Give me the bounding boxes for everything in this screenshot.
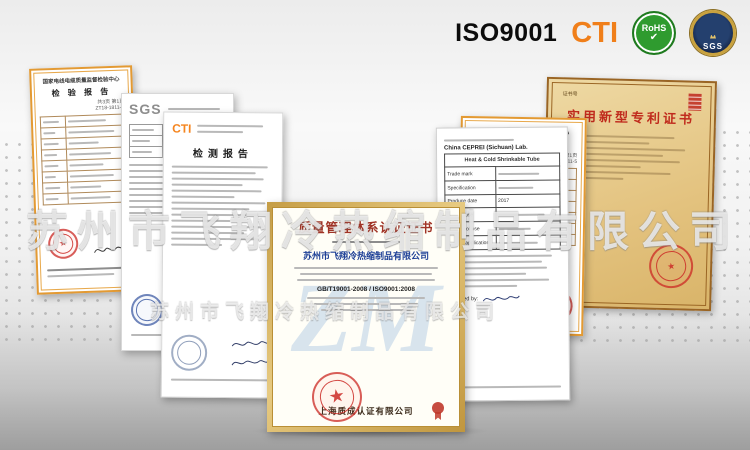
- text-line: [171, 231, 245, 235]
- report-table: [40, 114, 128, 206]
- text-line: [293, 267, 439, 269]
- lab-row-value: 2017: [495, 194, 561, 208]
- issuing-org: 国家电线电缆质量监督检验中心: [42, 76, 120, 86]
- text-line: [171, 219, 231, 223]
- quality-cert-inner: ZM 质量管理体系认证证书 苏州市飞翔冷热缩制品有限公司 GB/T19001-2…: [272, 207, 460, 427]
- cti-logo: CTI: [172, 121, 192, 136]
- sgs-medal-icon: SGS: [690, 10, 736, 56]
- laurel-icon: [710, 34, 716, 39]
- text-line: [171, 225, 264, 229]
- product-name: Heat & Cold Shrinkable Tube: [444, 153, 560, 168]
- text-line: [171, 243, 223, 247]
- text-line: [171, 189, 262, 193]
- text-line: [307, 297, 425, 299]
- signature-icon: [482, 295, 520, 302]
- lab-name: China CEPREI (Sichuan) Lab.: [443, 144, 528, 152]
- text-line: [332, 241, 400, 243]
- text-line: [320, 309, 412, 311]
- red-seal-icon: ★: [646, 241, 697, 292]
- signature-icon: [231, 341, 270, 347]
- text-line: [197, 130, 244, 134]
- round-stamp-icon: [170, 334, 208, 371]
- text-line: [171, 171, 256, 175]
- certificate-cti-report: CTI 检测报告: [160, 111, 284, 399]
- iso9001-logo: ISO9001: [455, 18, 558, 47]
- text-line: [443, 138, 514, 142]
- report-title: 检测报告: [192, 148, 253, 161]
- blue-stamp-icon: [128, 291, 166, 329]
- text-line: [171, 183, 244, 187]
- text-line: [171, 207, 249, 211]
- text-line: [300, 273, 432, 275]
- certification-body: 上海质成认证有限公司: [318, 406, 414, 416]
- lab-row-label: Specification: [444, 180, 496, 196]
- red-registration-stamp-icon: [688, 93, 702, 111]
- text-line: [171, 165, 268, 169]
- certificate-quality-system: ZM 质量管理体系认证证书 苏州市飞翔冷热缩制品有限公司 GB/T19001-2…: [267, 202, 465, 432]
- sgs-logo: SGS: [129, 101, 162, 117]
- rohs-badge-icon: RoHS ✔: [632, 11, 676, 55]
- quality-cert-title: 质量管理体系认证证书: [298, 221, 434, 235]
- lab-row-label: Trade mark: [444, 166, 496, 182]
- patent-number-label: 证书号: [562, 91, 578, 98]
- text-line: [171, 201, 266, 205]
- signature-icon: [231, 360, 270, 366]
- text-line: [47, 273, 115, 278]
- text-line: [129, 218, 183, 220]
- rohs-label: RoHS: [641, 23, 667, 33]
- text-line: [171, 213, 260, 217]
- text-line: [47, 266, 129, 272]
- check-icon: ✔: [649, 32, 659, 43]
- text-line: [171, 237, 257, 241]
- certified-company: 苏州市飞翔冷热缩制品有限公司: [302, 251, 429, 261]
- certification-badges: ISO9001 CTI RoHS ✔ SGS: [455, 10, 736, 56]
- text-line: [167, 108, 221, 110]
- cti-logo: CTI: [571, 16, 618, 49]
- certificate-lab-form: China CEPREI (Sichuan) Lab. Heat & Cold …: [435, 126, 571, 402]
- red-seal-icon: ★: [45, 225, 82, 262]
- sgs-label: SGS: [703, 41, 723, 51]
- text-line: [297, 279, 435, 281]
- text-line: [313, 303, 419, 305]
- text-line: [171, 177, 264, 181]
- red-star-seal-icon: ★: [308, 368, 366, 426]
- award-ribbon-icon: [432, 402, 444, 414]
- text-line: [197, 124, 263, 128]
- text-line: [170, 378, 271, 382]
- red-seal-star-icon: ★: [654, 249, 688, 283]
- text-line: [171, 195, 235, 199]
- standard-reference: GB/T19001-2008 / ISO9001:2008: [317, 286, 415, 293]
